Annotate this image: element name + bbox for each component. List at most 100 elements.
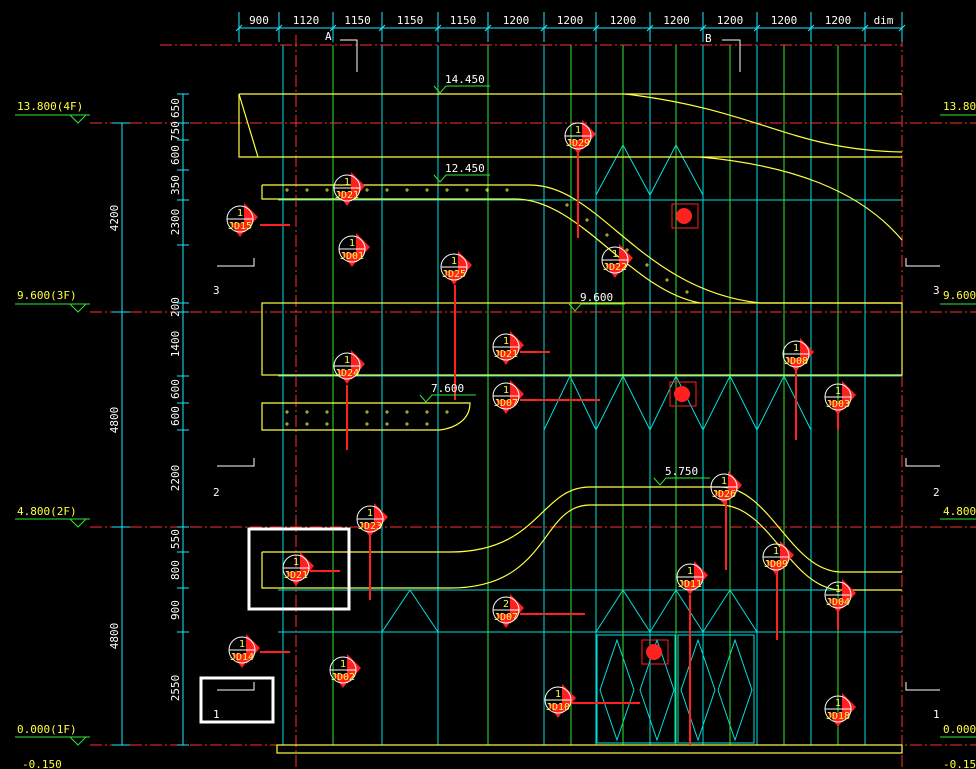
marker-label: JD03 (826, 399, 850, 410)
left-dimension-2: 600 (169, 145, 182, 165)
left-dimension-0: 650 (169, 98, 182, 118)
highlight-box-section-1[interactable] (199, 676, 275, 724)
section-mark-highlights[interactable] (199, 527, 351, 724)
top-dimension-5: 1200 (503, 14, 530, 27)
marker-label: JD25 (442, 269, 466, 280)
left-dimension-7: 600 (169, 379, 182, 399)
marker-number: 1 (773, 546, 779, 557)
right-level-3: 4.800 (943, 505, 976, 518)
marker-number: 1 (575, 125, 581, 136)
marker-label: JD01 (340, 251, 364, 262)
dimension-linework (121, 12, 906, 745)
marker-number: 1 (344, 177, 350, 188)
right-level-1: 13.800 (943, 100, 976, 113)
top-dimension-7: 1200 (610, 14, 637, 27)
level-label-2f: 4.800(2F) (17, 505, 77, 518)
level-markers-lines (15, 114, 976, 746)
marker-label: JD08 (784, 356, 808, 367)
highlight-box-jd21[interactable] (247, 527, 351, 611)
top-dimension-9: 1200 (717, 14, 744, 27)
top-dimension-4: 1150 (450, 14, 477, 27)
top-dimension-1: 1120 (293, 14, 320, 27)
marker-number: 1 (687, 566, 693, 577)
slab-hatching (285, 188, 689, 426)
level-label-4f: 13.800(4F) (17, 100, 83, 113)
section-mark-left-1: 1 (213, 708, 220, 721)
marker-label: JD07 (494, 398, 518, 409)
marker-label: JD26 (712, 489, 736, 500)
marker-label: JD15 (228, 221, 252, 232)
marker-label: JD21 (284, 570, 308, 581)
top-dimension-6: 1200 (557, 14, 584, 27)
top-dimension-2: 1150 (344, 14, 371, 27)
red-callout-leaders (260, 150, 839, 745)
elevation-mark-4: 5.750 (665, 465, 698, 478)
top-dimension-8: 1200 (663, 14, 690, 27)
red-fixture-dots (641, 203, 699, 665)
left-big-dimension-2: 4800 (108, 623, 121, 650)
marker-label: JD02 (331, 672, 355, 683)
left-dimension-12: 900 (169, 600, 182, 620)
left-big-dimension-1: 4800 (108, 407, 121, 434)
marker-number: 1 (293, 557, 299, 568)
left-dimension-3: 350 (169, 175, 182, 195)
marker-number: 1 (367, 508, 373, 519)
marker-label: JD18 (826, 711, 850, 722)
elevation-mark-1: 12.450 (445, 162, 485, 175)
marker-label: JD22 (603, 262, 627, 273)
right-level-2: 9.600 (943, 289, 976, 302)
marker-number: 1 (237, 208, 243, 219)
left-dimension-6: 1400 (169, 331, 182, 358)
top-dimension-0: 900 (249, 14, 269, 27)
marker-number: 1 (612, 249, 618, 260)
section-mark-right-1: 1 (933, 708, 940, 721)
section-mark-right-2: 2 (933, 486, 940, 499)
left-small-dimension-labels: 6507506003502300200140060060022005508009… (169, 93, 189, 746)
marker-label: JD09 (764, 559, 788, 570)
marker-number: 2 (503, 599, 509, 610)
marker-number: 1 (503, 336, 509, 347)
axis-label-b: B (705, 32, 712, 45)
marker-number: 1 (555, 689, 561, 700)
marker-number: 1 (349, 238, 355, 249)
marker-number: 1 (239, 639, 245, 650)
marker-number: 1 (451, 256, 457, 267)
marker-label: JD07 (494, 612, 518, 623)
left-dimension-8: 600 (169, 406, 182, 426)
left-dimension-5: 200 (169, 297, 182, 317)
marker-label: JD04 (826, 597, 850, 608)
section-mark-right-3: 3 (933, 284, 940, 297)
left-big-dimension-0: 4200 (108, 205, 121, 232)
marker-number: 1 (340, 659, 346, 670)
level-label-3f: 9.600(3F) (17, 289, 77, 302)
left-dimension-10: 550 (169, 529, 182, 549)
left-dimension-13: 2550 (169, 675, 182, 702)
marker-number: 1 (835, 386, 841, 397)
